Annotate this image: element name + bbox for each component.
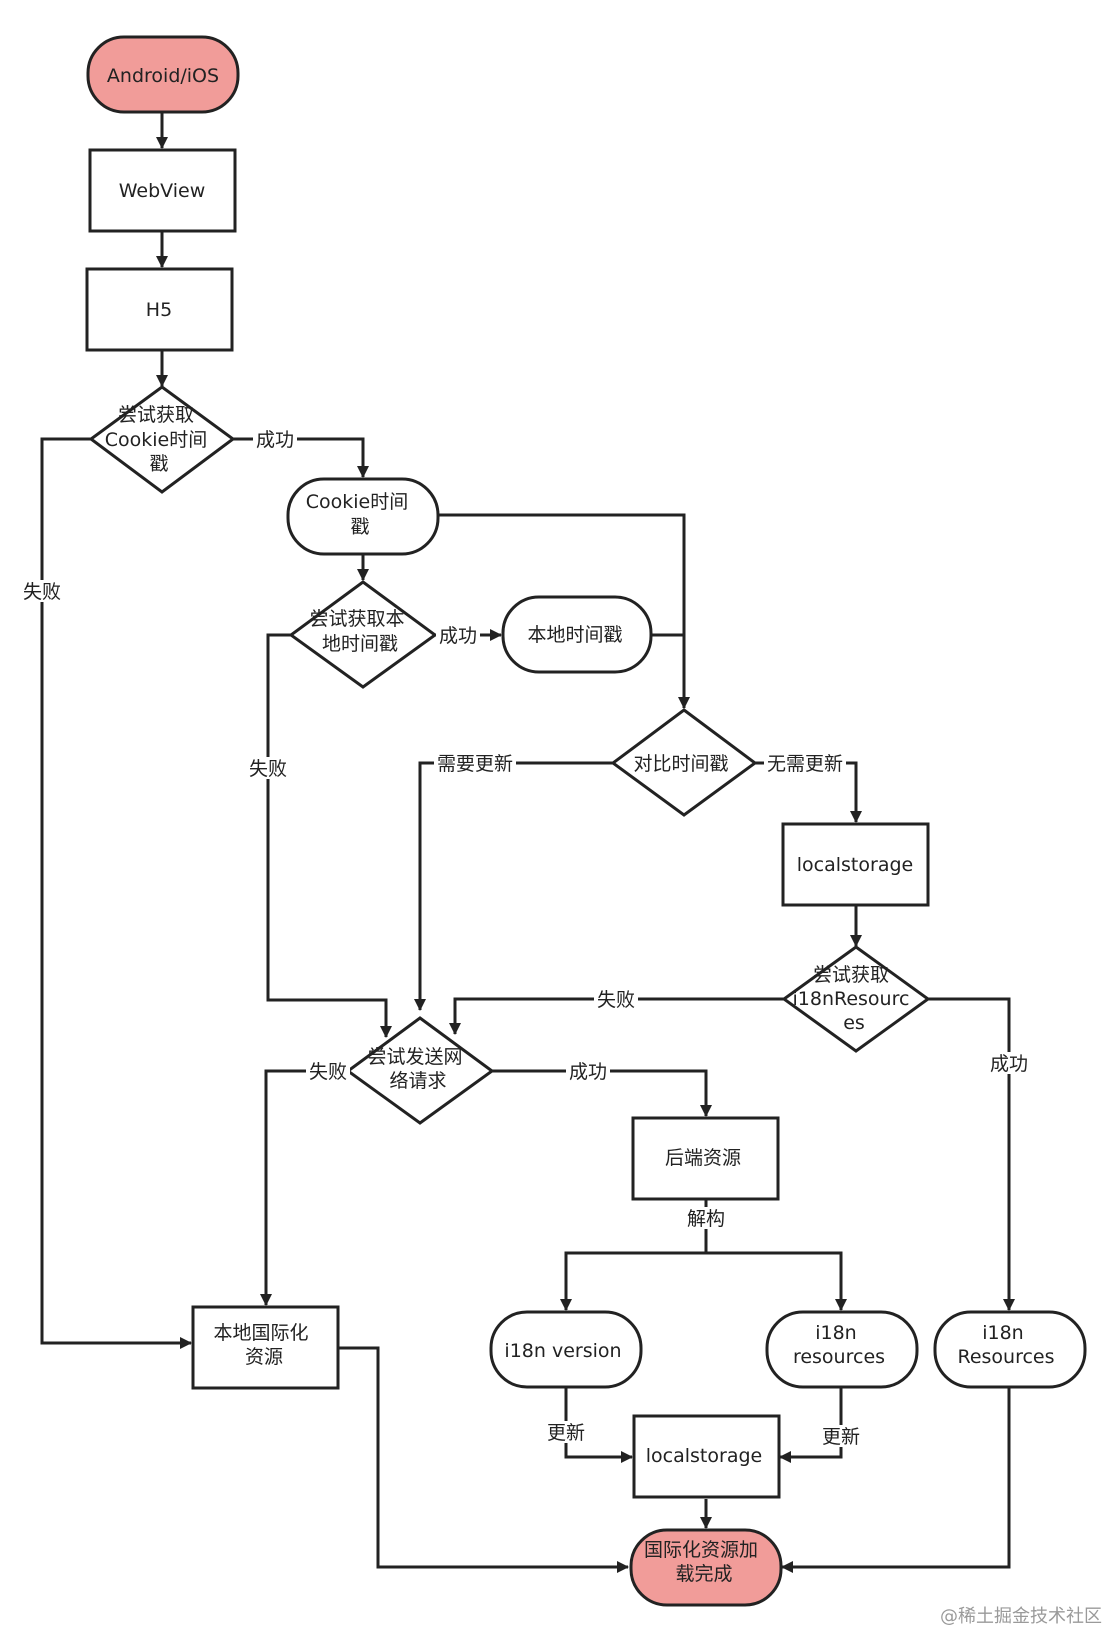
node-try-cookie [88,385,236,494]
try-i18n-label: 尝试获取 i18nResourc es [793,964,916,1034]
node-i18n-resources [765,1310,919,1389]
compare-label: 对比时间戳 [633,753,728,775]
node-i18n-version [489,1310,643,1389]
try-net-label: 尝试发送网 络请求 [367,1046,468,1092]
localstorage-2-label: localstorage [646,1445,762,1467]
edge-backend-resources [706,1251,847,1311]
node-try-local [288,580,438,689]
label-destructure: 解构 [687,1208,725,1230]
edge-trylocal-fail [266,633,392,1038]
node-localstorage-1 [781,822,930,907]
node-i18n-Resources [933,1310,1087,1389]
edge-trynet-success [492,1069,712,1117]
node-compare [610,708,758,817]
local-ts-label: 本地时间戳 [527,624,622,646]
done-label: 国际化资源加 载完成 [644,1539,764,1585]
node-try-net [345,1016,495,1125]
node-backend [631,1116,780,1201]
label-net-success: 成功 [569,1061,607,1083]
edge-compare-need [414,761,613,1011]
backend-label: 后端资源 [665,1147,741,1169]
label-update-left: 更新 [547,1422,585,1444]
edge-trycookie-cookiets [233,437,369,478]
node-try-i18n [781,945,931,1053]
label-need-update: 需要更新 [437,753,513,775]
start-label: Android/iOS [107,65,219,87]
label-i18n-success: 成功 [990,1053,1028,1075]
label-i18n-fail: 失败 [597,989,635,1011]
label-local-success: 成功 [439,625,477,647]
label-net-fail: 失败 [309,1061,347,1083]
edge-tryi18n-success [928,997,1015,1311]
label-local-fail: 失败 [249,758,287,780]
node-start [86,35,240,114]
node-done [629,1528,783,1607]
webview-label: WebView [119,180,206,202]
try-local-label: 尝试获取本 地时间戳 [309,608,410,655]
i18n-Resources-label: i18n Resources [957,1322,1054,1368]
watermark: @稀土掘金技术社区 [940,1606,1102,1627]
edge-version-ls2 [564,1386,633,1463]
edge-trynet-fail [260,1069,348,1306]
label-cookie-success: 成功 [256,429,294,451]
edge-locali18n-done [338,1346,629,1573]
node-cookie-ts [286,477,440,556]
edge-Resources-done [781,1386,1011,1573]
localstorage-1-label: localstorage [797,854,913,876]
edge-resources-ls2 [779,1386,843,1463]
label-update-right: 更新 [822,1426,860,1448]
edge-tryi18n-fail [449,997,784,1035]
node-local-i18n [191,1305,340,1390]
h5-label: H5 [146,299,172,321]
node-localstorage-2 [632,1414,781,1499]
label-cookie-fail: 失败 [23,581,61,603]
cookie-ts-label: Cookie时间 戳 [306,491,415,538]
node-local-ts [501,595,653,674]
try-cookie-label: 尝试获取 Cookie时间 戳 [105,404,214,475]
edge-trycookie-fail [40,437,192,1349]
label-no-update: 无需更新 [767,753,843,775]
edge-cookiets-compare [437,513,690,709]
i18n-resources-label: i18n resources [793,1322,885,1368]
node-webview [88,148,237,233]
i18n-version-label: i18n version [504,1340,621,1362]
node-h5 [85,267,234,352]
local-i18n-label: 本地国际化 资源 [213,1322,314,1368]
